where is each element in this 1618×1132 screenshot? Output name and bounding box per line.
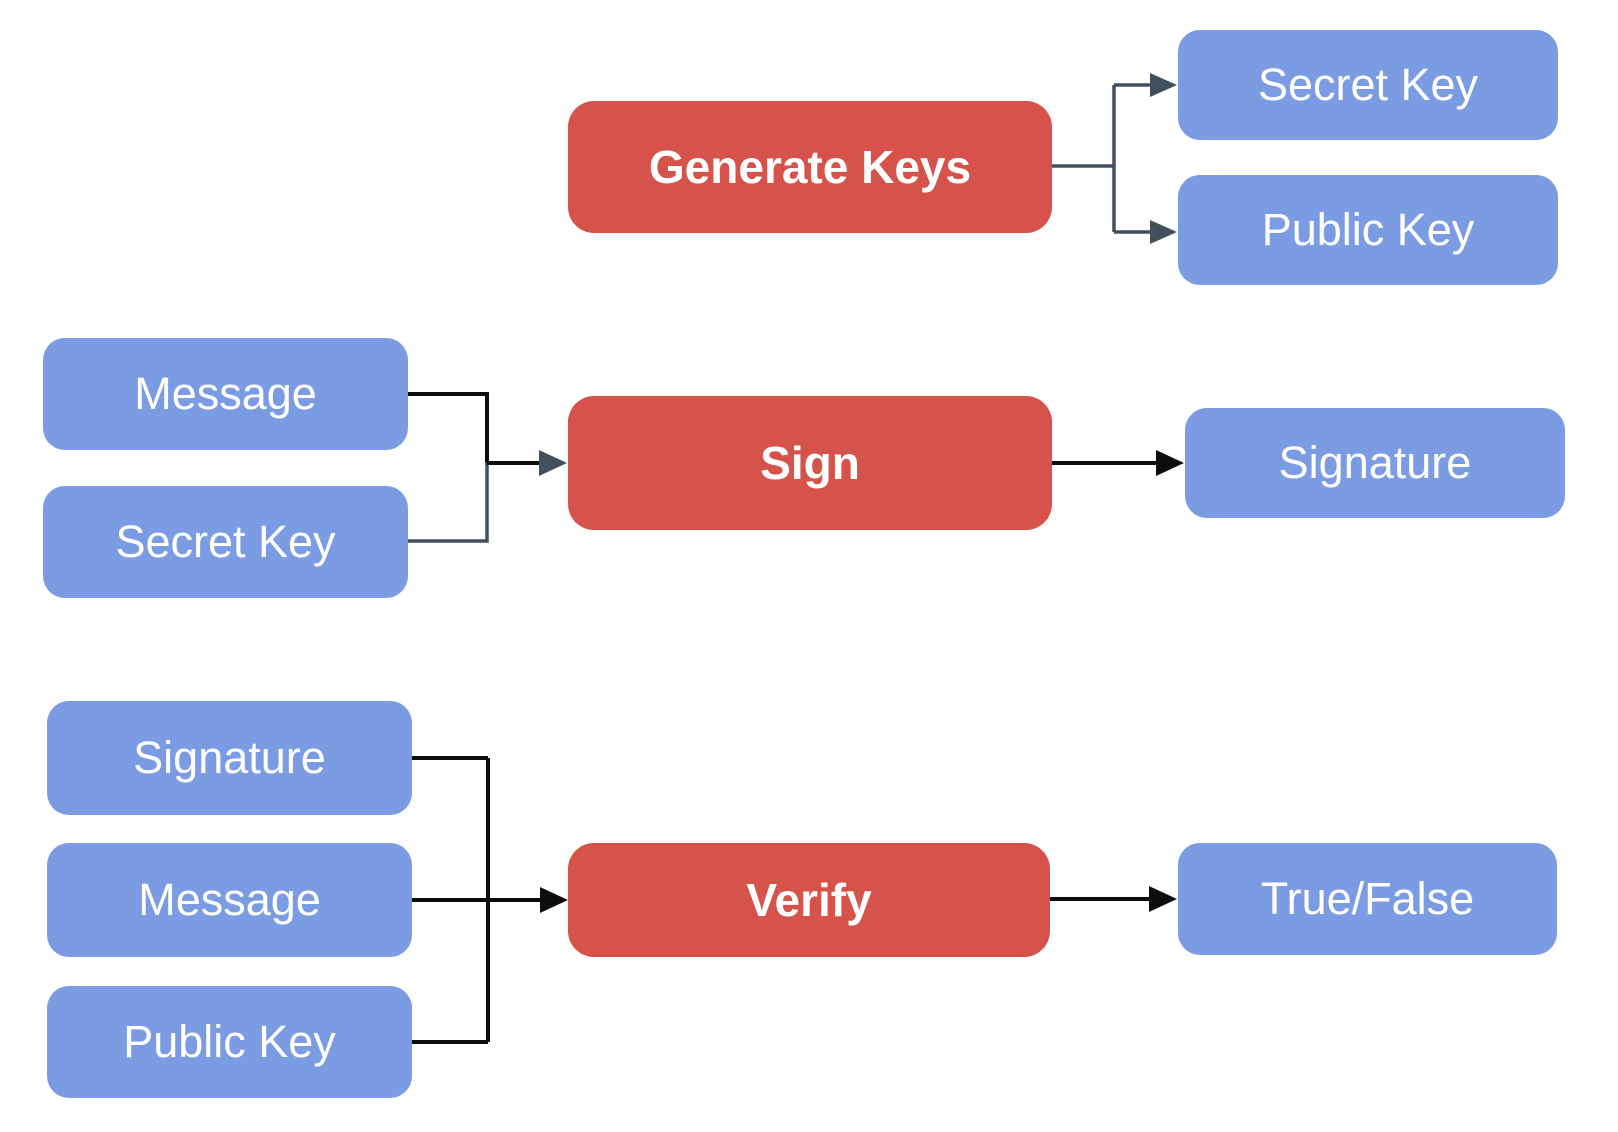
- generate-keys-node: Generate Keys: [568, 101, 1052, 233]
- true-false-output-node: True/False: [1178, 843, 1557, 955]
- secret-key-output-label: Secret Key: [1257, 59, 1479, 110]
- message-input-verify-label: Message: [138, 874, 321, 925]
- message-input-verify-node: Message: [47, 843, 412, 957]
- public-key-input-verify-label: Public Key: [123, 1016, 336, 1067]
- secret-key-to-junction-line: [408, 462, 489, 543]
- sign-node: Sign: [568, 396, 1052, 530]
- message-to-junction-line: [408, 392, 489, 463]
- signature-output-node: Signature: [1185, 408, 1565, 518]
- generate-keys-label: Generate Keys: [648, 141, 972, 193]
- verify-output-connector: [1050, 886, 1177, 912]
- public-key-input-verify-node: Public Key: [47, 986, 412, 1098]
- true-false-output-label: True/False: [1260, 873, 1475, 924]
- sign-inputs-connector: [408, 392, 567, 543]
- public-key-output-label: Public Key: [1261, 204, 1475, 255]
- secret-key-output-node: Secret Key: [1178, 30, 1558, 140]
- verify-node: Verify: [568, 843, 1050, 957]
- signature-input-verify-node: Signature: [47, 701, 412, 815]
- arrowhead-to-secret-key: [1150, 73, 1177, 97]
- sign-label: Sign: [760, 437, 860, 489]
- sign-output-connector: [1052, 450, 1184, 476]
- public-key-output-node: Public Key: [1178, 175, 1558, 285]
- verify-inputs-connector: [412, 756, 568, 1044]
- secret-key-input-sign-label: Secret Key: [115, 516, 336, 567]
- secret-key-input-sign-node: Secret Key: [43, 486, 408, 598]
- generate-keys-branch-connector: [1052, 73, 1177, 244]
- message-input-sign-label: Message: [134, 368, 317, 419]
- signature-output-label: Signature: [1278, 437, 1472, 488]
- arrowhead-to-public-key: [1150, 220, 1177, 244]
- arrowhead-to-true-false: [1149, 886, 1177, 912]
- signature-input-verify-label: Signature: [133, 732, 326, 783]
- arrowhead-to-sign: [539, 450, 567, 476]
- arrowhead-to-verify: [540, 887, 568, 913]
- message-input-sign-node: Message: [43, 338, 408, 450]
- arrowhead-to-signature: [1156, 450, 1184, 476]
- verify-label: Verify: [746, 874, 872, 926]
